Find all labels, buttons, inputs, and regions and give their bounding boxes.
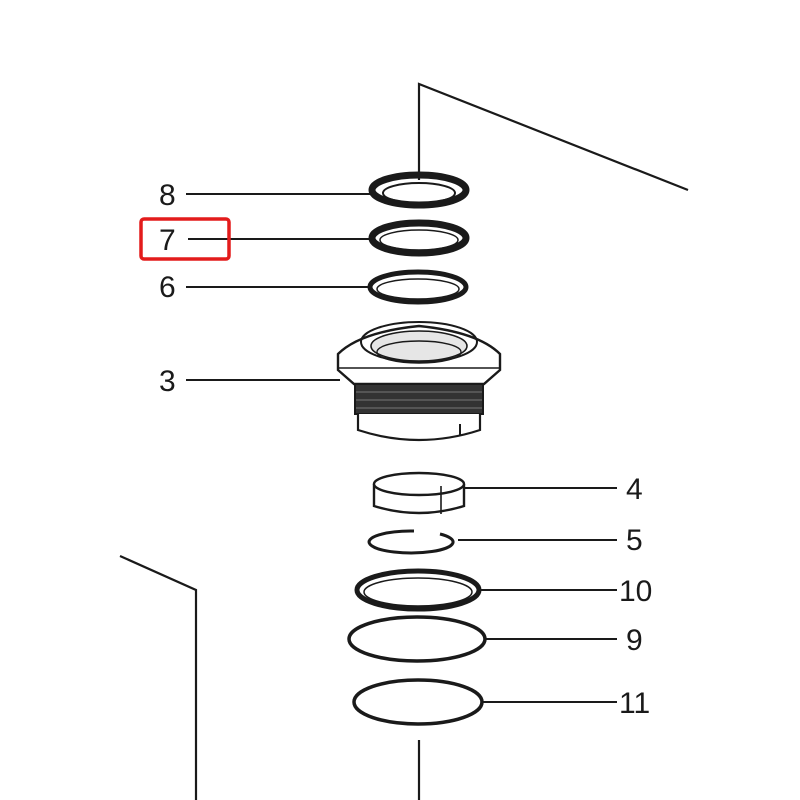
callout-label-9: 9 (626, 624, 643, 657)
callout-label-3: 3 (159, 365, 176, 398)
callout-label-4: 4 (626, 473, 643, 506)
callout-label-8: 8 (159, 179, 176, 212)
part-7-ring (368, 219, 470, 257)
callout-label-11: 11 (619, 687, 650, 720)
part-10-ring (354, 568, 482, 612)
callout-label-7: 7 (159, 224, 176, 257)
part-11-o-ring (352, 678, 484, 726)
callout-label-6: 6 (159, 271, 176, 304)
part-9-o-ring (347, 615, 487, 663)
part-4-sleeve (372, 471, 466, 515)
callout-label-5: 5 (626, 524, 643, 557)
leader-lines (186, 193, 617, 703)
housing-outline (119, 82, 689, 800)
callout-label-10: 10 (619, 575, 652, 608)
highlight-box-7 (139, 217, 231, 261)
part-3-bushing (336, 321, 502, 442)
housing-outline-left (119, 554, 198, 800)
callout-labels: 8 7 6 3 4 5 10 9 11 (159, 179, 652, 720)
part-5-snap-ring (367, 529, 455, 555)
housing-outline-top (417, 82, 689, 192)
part-8-seal (368, 171, 470, 209)
part-6-ring (367, 269, 469, 305)
